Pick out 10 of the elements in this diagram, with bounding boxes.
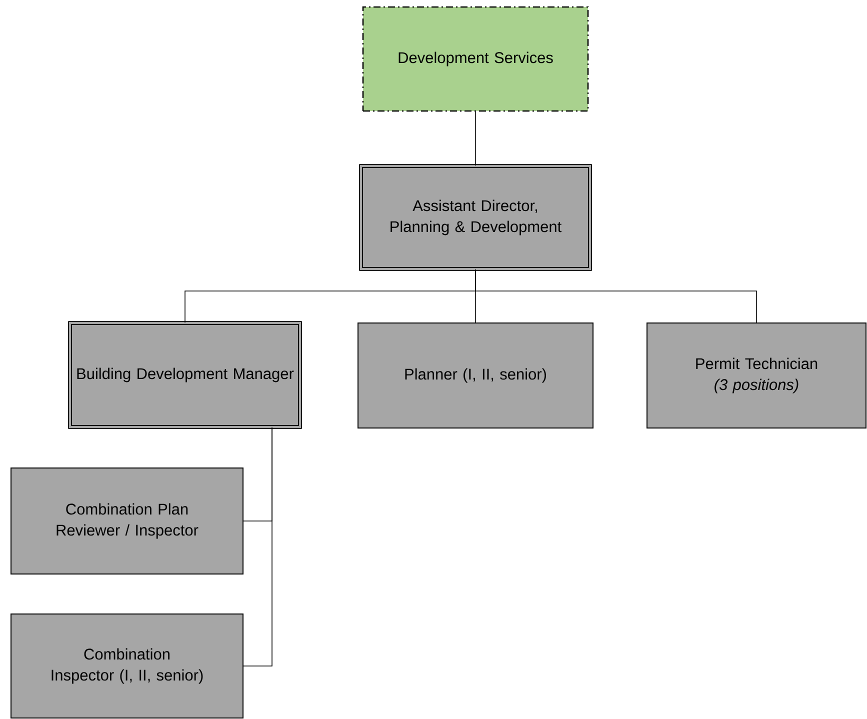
position-box: Combination Inspector (I, II, senior) <box>10 614 244 718</box>
position-box: Building Development Manager <box>68 321 302 429</box>
position-box: Permit Technician (3 positions) <box>646 322 866 428</box>
position-box: Combination Plan Reviewer / Inspector <box>10 468 244 574</box>
connector-line <box>475 111 476 166</box>
position-box: Assistant Director, Planning & Development <box>359 164 592 271</box>
connector-line <box>475 269 757 323</box>
connector-line <box>243 427 272 666</box>
position-box: Planner (I, II, senior) <box>358 322 594 428</box>
position-box: Development Services <box>362 6 589 112</box>
